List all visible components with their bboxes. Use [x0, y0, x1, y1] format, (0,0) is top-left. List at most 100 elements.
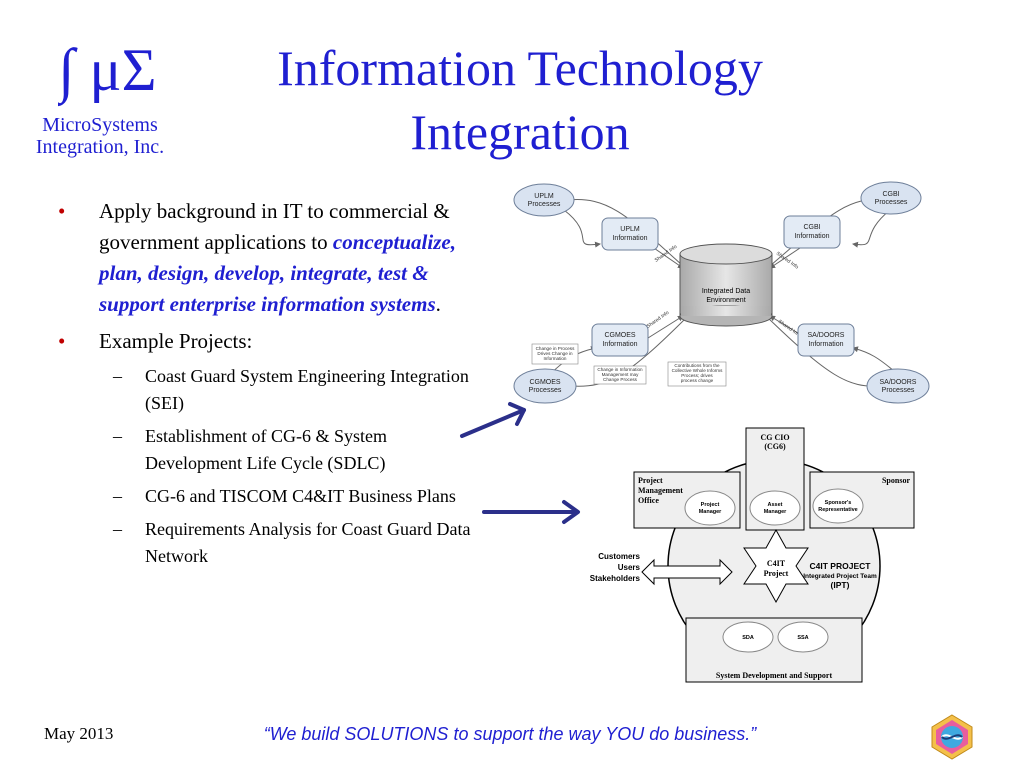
star-line1: C4IT [767, 559, 786, 568]
note-line: Contributions from the [674, 363, 720, 368]
stakeholders-label: Customers Users Stakeholders [590, 552, 641, 583]
box-label-line1: SA/DOORS [808, 332, 845, 339]
bullet-item-example-projects: • Example Projects: [58, 326, 478, 357]
note-line: Change in Process [536, 346, 576, 351]
oval-label-line1: CGMOES [529, 379, 560, 386]
cg-cio-line2: (CG6) [764, 442, 786, 451]
shared-info-label: Shared Info [775, 251, 800, 271]
slide-title: Information Technology Integration [200, 36, 840, 164]
sub-bullet-text: CG-6 and TISCOM C4&IT Business Plans [145, 486, 456, 506]
cgmoes-processes-oval: CGMOES Processes [513, 368, 577, 404]
box-label-line2: Information [808, 341, 843, 348]
sadoors-processes-oval: SA/DOORS Processes [866, 368, 930, 404]
sponsor-label: Sponsor [882, 476, 910, 485]
stakeholders-line3: Stakeholders [590, 574, 641, 583]
star-line2: Project [764, 569, 789, 578]
oval-label-line2: Processes [875, 199, 908, 206]
integrated-data-environment-diagram: Shared Info Shared Info Shared Info Shar… [513, 181, 930, 404]
sub-bullet-dash: – [113, 519, 122, 539]
note-line: Information [544, 356, 567, 361]
support-label: System Development and Support [716, 671, 833, 680]
bullet-period: . [435, 292, 441, 316]
note-line: Process; drives [681, 373, 713, 378]
oval-line1: Project [701, 502, 720, 508]
cgmoes-information-box: CGMOES Information [591, 323, 649, 357]
slide-title-line2: Integration [410, 104, 630, 160]
oval-line2: Manager [764, 509, 787, 515]
cylinder-label-line2: Environment [706, 297, 745, 304]
box-label-line2: Information [794, 233, 829, 240]
oval-label-line2: Processes [529, 387, 562, 394]
bullet-dot: • [58, 199, 66, 223]
sub-bullet-item: – Coast Guard System Engineering Integra… [99, 363, 478, 417]
asset-manager-oval: Asset Manager [749, 490, 801, 526]
slide-title-line1: Information Technology [277, 40, 763, 96]
sponsor-representative-oval: Sponsor's Representative [812, 488, 864, 524]
pmo-line1: Project [638, 476, 663, 485]
sub-bullet-item: – Requirements Analysis for Coast Guard … [99, 516, 478, 570]
note-line: Drives Change in [537, 351, 573, 356]
company-name-line2: Integration, Inc. [35, 136, 165, 158]
project-manager-oval: Project Manager [684, 490, 736, 526]
oval-label-line1: CGBI [882, 191, 899, 198]
sub-bullet-item: – CG-6 and TISCOM C4&IT Business Plans [99, 483, 478, 510]
pmo-line2: Management [638, 486, 683, 495]
footer-slogan: “We build SOLUTIONS to support the way Y… [263, 724, 757, 744]
uplm-information-box: UPLM Information [601, 217, 659, 251]
note-change-in-process: Change in Process Drives Change in Infor… [531, 343, 579, 365]
ssa-label: SSA [797, 635, 808, 641]
cylinder-label-line1: Integrated Data [702, 288, 750, 295]
bullet-dot: • [58, 329, 66, 353]
ipt-line1: C4IT PROJECT [810, 561, 872, 571]
c4it-project-star: C4IT Project [743, 528, 809, 604]
sub-bullet-dash: – [113, 366, 122, 386]
oval-label-line2: Processes [882, 387, 915, 394]
note-contributions: Contributions from the Collective Whole … [667, 361, 727, 387]
oval-line2: Representative [818, 507, 857, 513]
note-line: process change [681, 378, 714, 383]
note-line: Management may [602, 372, 639, 377]
uplm-processes-oval: UPLM Processes [513, 183, 575, 217]
oval-line1: Sponsor's [825, 500, 852, 506]
company-name-line1: MicroSystems [42, 114, 158, 136]
bullet-emphasis: conceptualize, plan, design, develop, in… [99, 230, 456, 316]
note-line: Collective Whole Informs [672, 368, 724, 373]
stakeholders-line1: Customers [598, 552, 640, 561]
cg-cio-line1: CG CIO [760, 433, 789, 442]
cgbi-processes-oval: CGBI Processes [860, 181, 922, 215]
oval-line2: Manager [699, 509, 722, 515]
stakeholders-line2: Users [618, 563, 641, 572]
footer-date: May 2013 [44, 724, 114, 743]
box-label-line1: CGBI [803, 224, 820, 231]
ipt-label: C4IT PROJECT Integrated Project Team (IP… [803, 561, 877, 590]
sub-bullet-text: Coast Guard System Engineering Integrati… [145, 366, 469, 413]
company-badge-icon [931, 714, 973, 760]
integrated-data-environment-cylinder: Integrated Data Environment [679, 243, 773, 327]
box-label-line2: Information [612, 235, 647, 242]
cgbi-information-box: CGBI Information [783, 215, 841, 249]
note-line: Change Process [603, 377, 638, 382]
system-development-support-box: System Development and Support [685, 617, 863, 683]
pmo-line3: Office [638, 496, 659, 505]
sda-oval: SDA [722, 621, 774, 653]
sub-bullet-dash: – [113, 486, 122, 506]
box-label-line2: Information [602, 341, 637, 348]
oval-line1: Asset [768, 502, 783, 508]
note-change-in-information: Change in Information Management may Cha… [593, 365, 647, 385]
box-label-line1: CGMOES [604, 332, 635, 339]
note-line: Change in Information [597, 367, 643, 372]
sub-bullet-item: – Establishment of CG-6 & System Develop… [99, 423, 478, 477]
double-arrow-icon [641, 558, 733, 586]
ipt-line2: Integrated Project Team [803, 573, 877, 580]
sub-bullet-text: Requirements Analysis for Coast Guard Da… [145, 519, 471, 566]
sda-label: SDA [742, 635, 754, 641]
sub-bullet-text: Establishment of CG-6 & System Developme… [145, 426, 387, 473]
oval-label-line1: UPLM [534, 193, 554, 200]
c4it-project-org-chart: CG CIO (CG6) Project Management Office S… [590, 427, 915, 683]
oval-label-line1: SA/DOORS [880, 379, 917, 386]
ssa-oval: SSA [777, 621, 829, 653]
ipt-line3: (IPT) [831, 580, 850, 590]
box-label-line1: UPLM [620, 226, 640, 233]
integral-mu-sigma-glyph: ∫ μΣ [58, 37, 157, 107]
bullet-list: • Apply background in IT to commercial &… [58, 196, 478, 576]
